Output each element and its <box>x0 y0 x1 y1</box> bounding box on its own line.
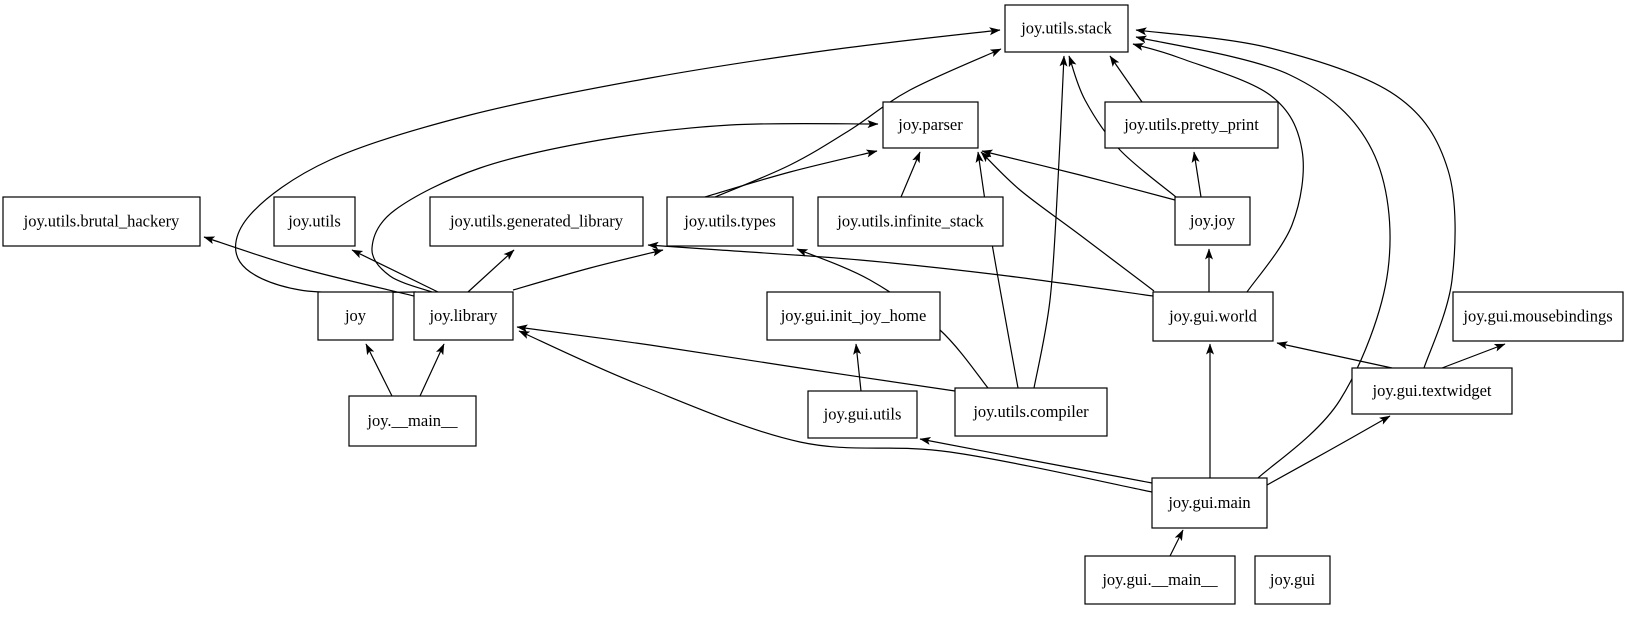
node-label-joy-library: joy.library <box>428 306 498 325</box>
edge-joy-utils-compiler-to-joy-utils-stack <box>1033 55 1068 389</box>
edge-joy-gui-textwidget-to-joy-gui-mousebindings <box>1441 343 1506 369</box>
node-joy-gui-main: joy.gui.__main__ <box>1084 555 1236 605</box>
node-label-joy-gui: joy.gui <box>1269 570 1316 589</box>
edge-joy-gui-main-to-joy-library <box>518 330 1153 493</box>
node-label-joy-gui-init-joy-home: joy.gui.init_joy_home <box>780 306 927 325</box>
nodes-layer: joy.utils.stack joy.parser joy.utils.prett… <box>2 4 1624 605</box>
node-label-joy: joy <box>344 306 367 325</box>
node-box-joy-gui <box>1254 555 1331 605</box>
node-joy-library: joy.library <box>413 291 514 341</box>
node-joy: joy <box>317 291 394 341</box>
node-label-joy-gui-textwidget: joy.gui.textwidget <box>1372 381 1492 400</box>
edge-joy-joy-to-joy-utils-pretty-print <box>1191 151 1202 198</box>
edge-joy-utils-types-to-joy-parser <box>704 149 878 198</box>
node-label-joy-gui-utils: joy.gui.utils <box>823 404 902 423</box>
node-label-joy-utils: joy.utils <box>287 211 341 230</box>
node-label-joy-utils-brutal-hackery: joy.utils.brutal_hackery <box>23 211 180 230</box>
edge-joy-utils-infinite-stack-to-joy-parser <box>900 151 921 198</box>
node-label-joy-utils-compiler: joy.utils.compiler <box>972 402 1089 421</box>
node-joy-parser: joy.parser <box>882 101 979 149</box>
edge-joy-main-to-joy-library <box>419 343 445 397</box>
node-joy-utils-compiler: joy.utils.compiler <box>954 387 1108 437</box>
node-box-joy-utils-types <box>666 196 794 247</box>
node-joy-gui-main: joy.gui.main <box>1151 477 1268 529</box>
node-box-joy-utils-infinite-stack <box>817 196 1004 247</box>
edge-joy-gui-main-to-joy-gui-utils <box>919 437 1153 484</box>
node-box-joy-main <box>348 395 477 447</box>
node-box-joy-utils <box>273 196 356 247</box>
node-joy-utils-types: joy.utils.types <box>666 196 794 247</box>
node-joy-utils: joy.utils <box>273 196 356 247</box>
node-box-joy-utils-stack <box>1004 4 1129 53</box>
node-joy-gui-init-joy-home: joy.gui.init_joy_home <box>766 291 941 341</box>
node-label-joy-utils-types: joy.utils.types <box>683 211 776 230</box>
node-label-joy-gui-world: joy.gui.world <box>1168 306 1258 325</box>
node-label-joy-parser: joy.parser <box>897 115 963 134</box>
edge-joy-joy-to-joy-parser <box>981 149 1176 201</box>
node-box-joy-gui-world <box>1152 291 1274 342</box>
node-joy-utils-brutal-hackery: joy.utils.brutal_hackery <box>2 196 201 247</box>
node-box-joy-parser <box>882 101 979 149</box>
node-label-joy-utils-pretty-print: joy.utils.pretty_print <box>1123 115 1259 134</box>
edge-joy-library-to-joy-parser <box>371 120 879 293</box>
node-box-joy-library <box>413 291 514 341</box>
node-box-joy-utils-generated-library <box>429 196 644 247</box>
node-joy-joy: joy.joy <box>1174 196 1251 246</box>
node-joy-gui-mousebindings: joy.gui.mousebindings <box>1452 291 1624 342</box>
node-box-joy-utils-compiler <box>954 387 1108 437</box>
node-box-joy <box>317 291 394 341</box>
edge-joy-gui-utils-to-joy-gui-init-joy-home <box>853 343 862 392</box>
node-label-joy-main: joy.__main__ <box>366 411 458 430</box>
node-label-joy-utils-infinite-stack: joy.utils.infinite_stack <box>836 211 984 230</box>
edge-joy-main-to-joy <box>365 343 393 397</box>
node-joy-utils-generated-library: joy.utils.generated_library <box>429 196 644 247</box>
edge-joy-library-to-joy-utils-generated-library <box>467 249 515 293</box>
node-joy-utils-stack: joy.utils.stack <box>1004 4 1129 53</box>
node-box-joy-joy <box>1174 196 1251 246</box>
edge-joy-gui-textwidget-to-joy-gui-world <box>1276 341 1393 369</box>
edge-joy-utils-compiler-to-joy-parser <box>975 151 1019 389</box>
node-box-joy-gui-init-joy-home <box>766 291 941 341</box>
node-label-joy-joy: joy.joy <box>1189 211 1236 230</box>
node-joy-gui-world: joy.gui.world <box>1152 291 1274 342</box>
node-joy-utils-pretty-print: joy.utils.pretty_print <box>1104 101 1279 149</box>
node-joy-gui-utils: joy.gui.utils <box>807 390 918 439</box>
node-box-joy-gui-utils <box>807 390 918 439</box>
edge-joy-library-to-joy-utils-brutal-hackery <box>203 236 415 297</box>
node-label-joy-gui-main: joy.gui.main <box>1167 493 1250 512</box>
edge-joy-utils-compiler-to-joy-library <box>516 324 956 392</box>
edges-layer <box>203 27 1506 557</box>
edge-joy-utils-pretty-print-to-joy-utils-stack <box>1109 55 1143 103</box>
edge-joy-utils-types-to-joy-utils-stack <box>714 48 1002 198</box>
edge-joy-gui-world-to-joy-utils-stack <box>1132 43 1304 293</box>
edge-joy-gui-main-to-joy-utils-stack <box>1135 35 1391 479</box>
edge-joy-gui-world-to-joy-parser <box>980 151 1155 292</box>
edge-joy-gui-textwidget-to-joy-utils-stack <box>1135 27 1456 369</box>
node-joy-main: joy.__main__ <box>348 395 477 447</box>
edge-joy-gui-world-to-joy-utils-generated-library <box>647 241 1154 297</box>
node-box-joy-gui-mousebindings <box>1452 291 1624 342</box>
node-box-joy-utils-brutal-hackery <box>2 196 201 247</box>
node-label-joy-gui-main: joy.gui.__main__ <box>1101 570 1218 589</box>
node-joy-gui-textwidget: joy.gui.textwidget <box>1351 367 1513 415</box>
node-box-joy-gui-main <box>1084 555 1236 605</box>
edge-joy-gui-main-to-joy-gui-main <box>1169 529 1184 557</box>
node-joy-utils-infinite-stack: joy.utils.infinite_stack <box>817 196 1004 247</box>
edge-joy-joy-to-joy-utils-stack <box>1068 55 1177 198</box>
node-label-joy-utils-stack: joy.utils.stack <box>1020 18 1112 37</box>
edge-joy-library-to-joy-utils-types <box>512 248 664 291</box>
edge-joy-library-to-joy-utils-stack <box>234 27 1001 294</box>
edge-joy-gui-main-to-joy-gui-textwidget <box>1266 415 1391 486</box>
node-box-joy-utils-pretty-print <box>1104 101 1279 149</box>
node-joy-gui: joy.gui <box>1254 555 1331 605</box>
node-box-joy-gui-main <box>1151 477 1268 529</box>
node-box-joy-gui-textwidget <box>1351 367 1513 415</box>
node-label-joy-gui-mousebindings: joy.gui.mousebindings <box>1462 306 1612 325</box>
node-label-joy-utils-generated-library: joy.utils.generated_library <box>449 211 624 230</box>
edge-joy-library-to-joy-utils <box>351 249 439 293</box>
